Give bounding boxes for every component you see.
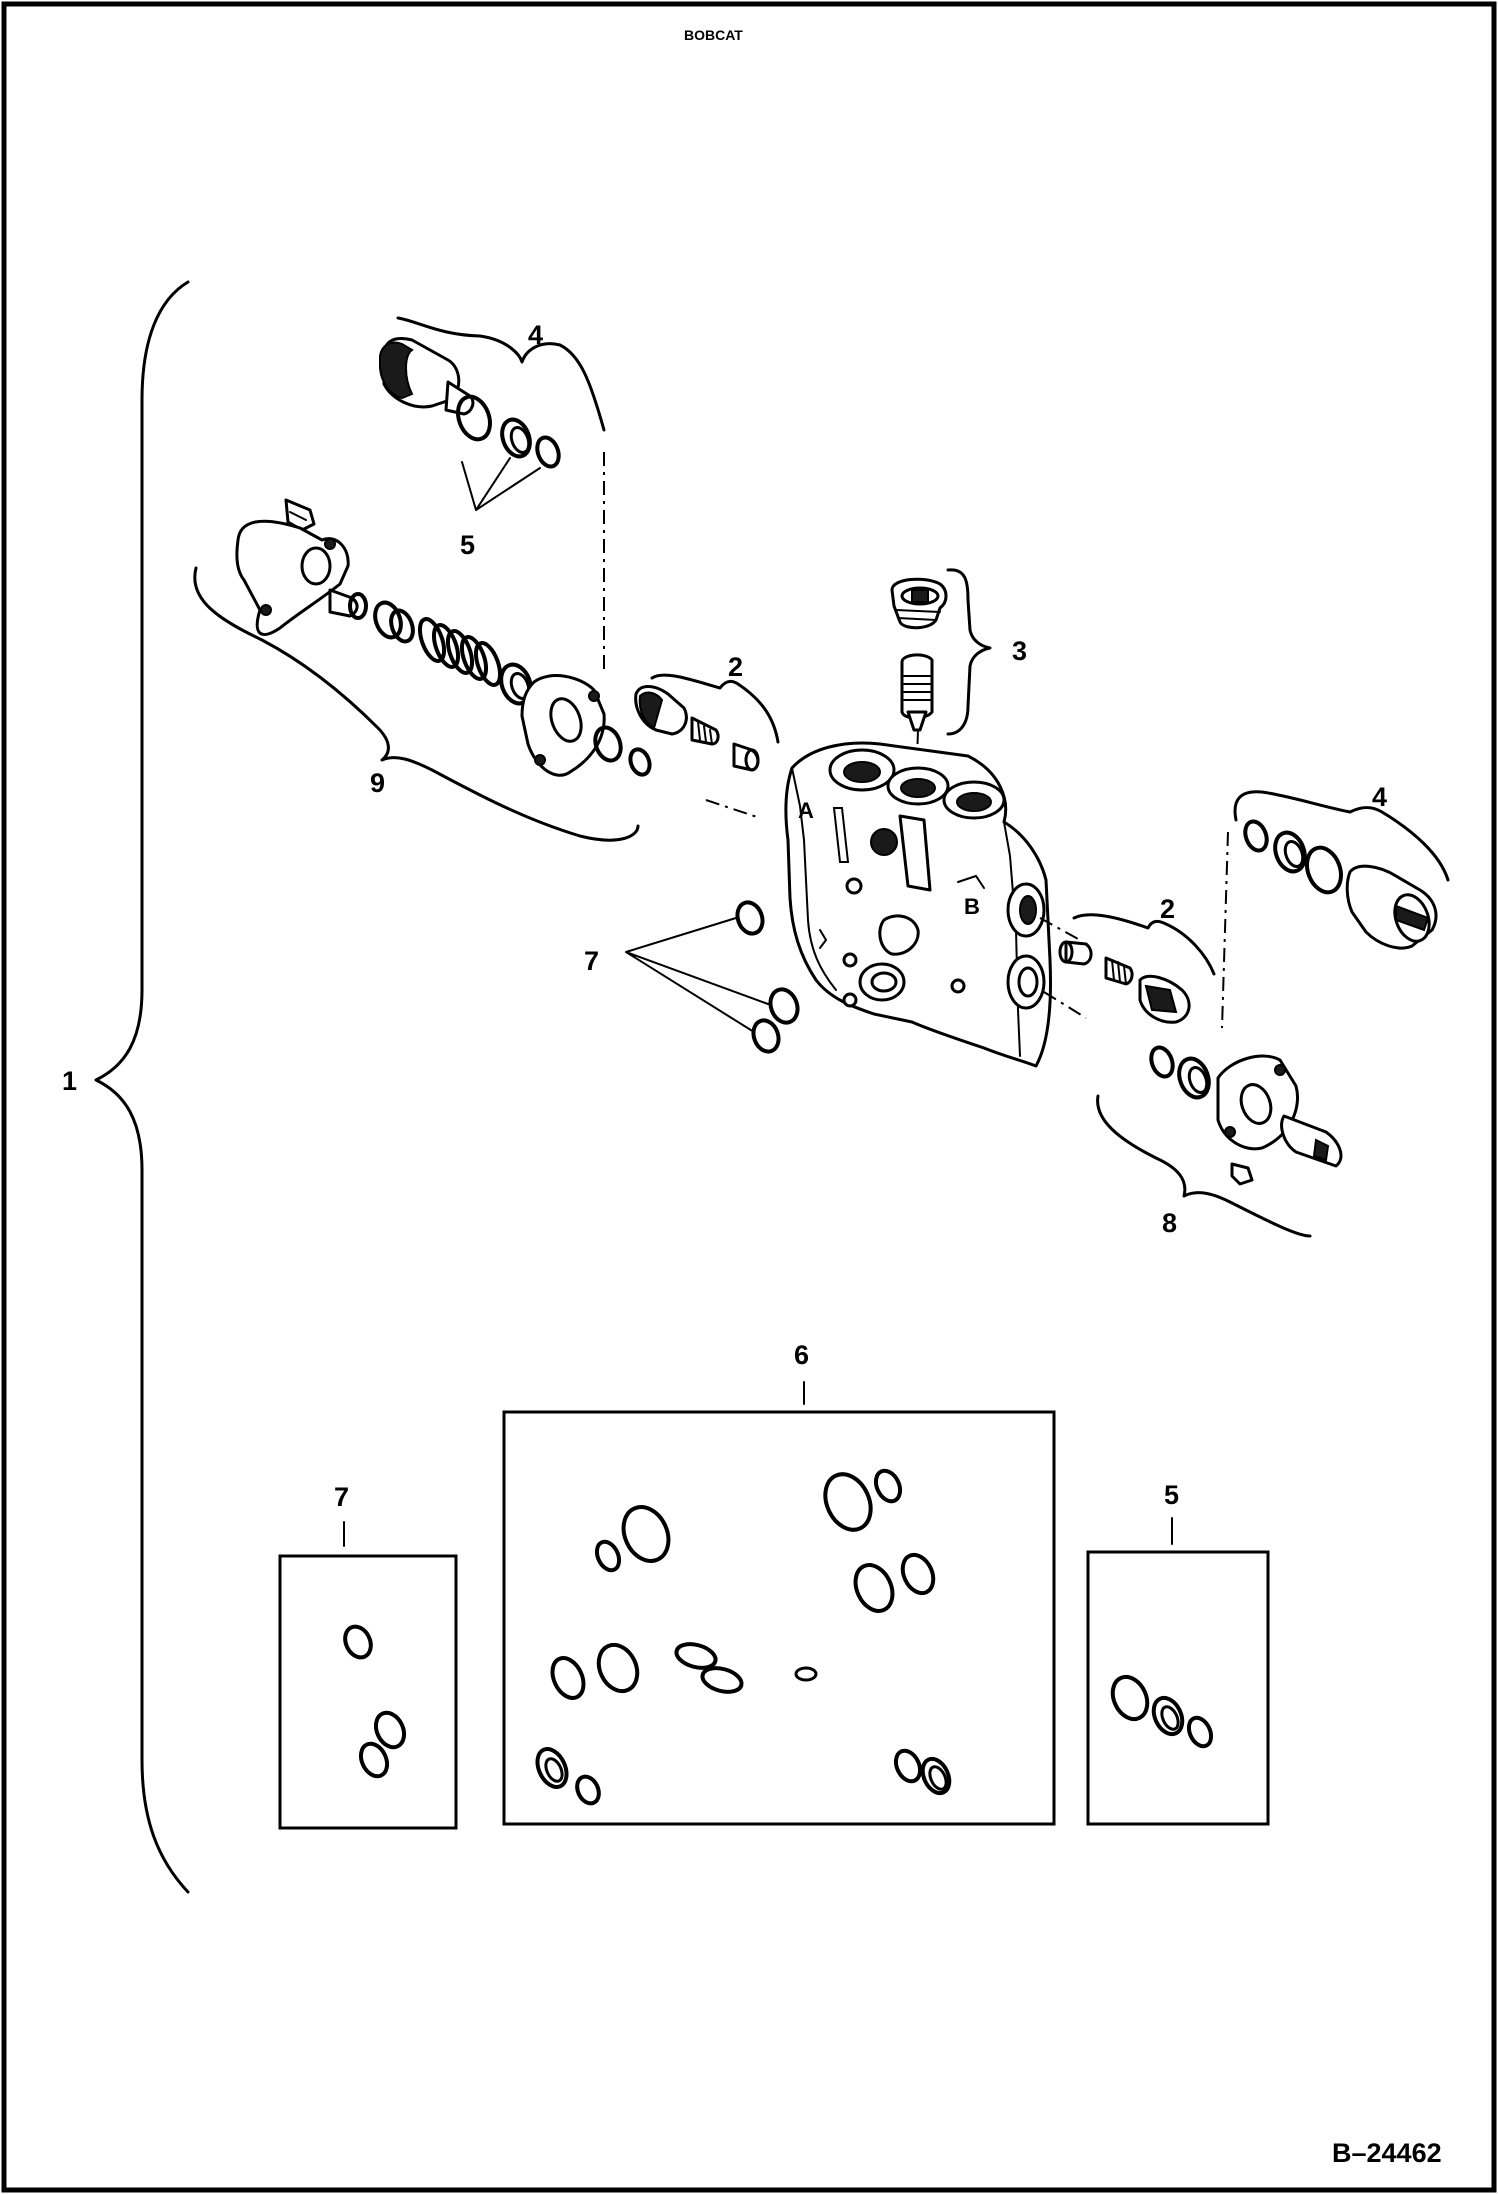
- dash-line-spool-axis: [705, 799, 761, 819]
- dash-line-right-lower: [1043, 991, 1087, 1019]
- dash-line-right-upper: [1039, 917, 1081, 941]
- callout-2-left: 2: [728, 652, 743, 682]
- callout-9: 9: [370, 768, 385, 798]
- end-cap-assembly-left: [235, 498, 652, 777]
- assembly-brace: [94, 280, 190, 1894]
- leader-5-top: [461, 457, 541, 511]
- brace-8: [1096, 1094, 1312, 1238]
- valve-section-body: A B: [784, 741, 1052, 1068]
- stamp-text: BOBCAT: [684, 27, 743, 43]
- callout-1: 1: [62, 1066, 77, 1096]
- dash-line-right-relief: [1221, 831, 1229, 1029]
- seal-kit-6-rings: [535, 1468, 952, 1806]
- check-valve-right: [1058, 940, 1191, 1024]
- callout-3: 3: [1012, 636, 1027, 666]
- callout-6-kit: 6: [794, 1340, 809, 1370]
- callout-4-right: 4: [1372, 782, 1387, 812]
- callout-2-right: 2: [1160, 894, 1175, 924]
- callout-5-top: 5: [460, 530, 475, 560]
- check-valve-left: [634, 685, 760, 772]
- brace-3: [946, 568, 992, 736]
- callout-4-top: 4: [528, 320, 543, 350]
- seal-kit-box-7: [278, 1554, 458, 1830]
- port-mark-a: A: [798, 798, 814, 823]
- callout-8: 8: [1162, 1208, 1177, 1238]
- reference-number: B–24462: [1332, 2138, 1442, 2168]
- callout-7-top: 7: [584, 946, 599, 976]
- plug-assembly-3: [890, 577, 948, 732]
- end-cap-assembly-right: [1149, 1045, 1343, 1186]
- relief-valve-right: [1243, 819, 1438, 950]
- callout-5-kit: 5: [1164, 1480, 1179, 1510]
- callout-7-kit: 7: [334, 1482, 349, 1512]
- leader-7-top: [625, 917, 769, 1033]
- o-rings-7-loose: [735, 900, 800, 1054]
- brace-2-left: [650, 673, 780, 744]
- brace-9: [193, 566, 640, 842]
- relief-valve-left: [379, 316, 606, 469]
- seal-kit-box-6: [502, 1410, 1056, 1826]
- port-mark-b: B: [964, 894, 980, 919]
- brace-2-right: [1072, 913, 1216, 976]
- brace-4-right: [1233, 790, 1450, 882]
- seal-kit-box-5: [1086, 1550, 1270, 1826]
